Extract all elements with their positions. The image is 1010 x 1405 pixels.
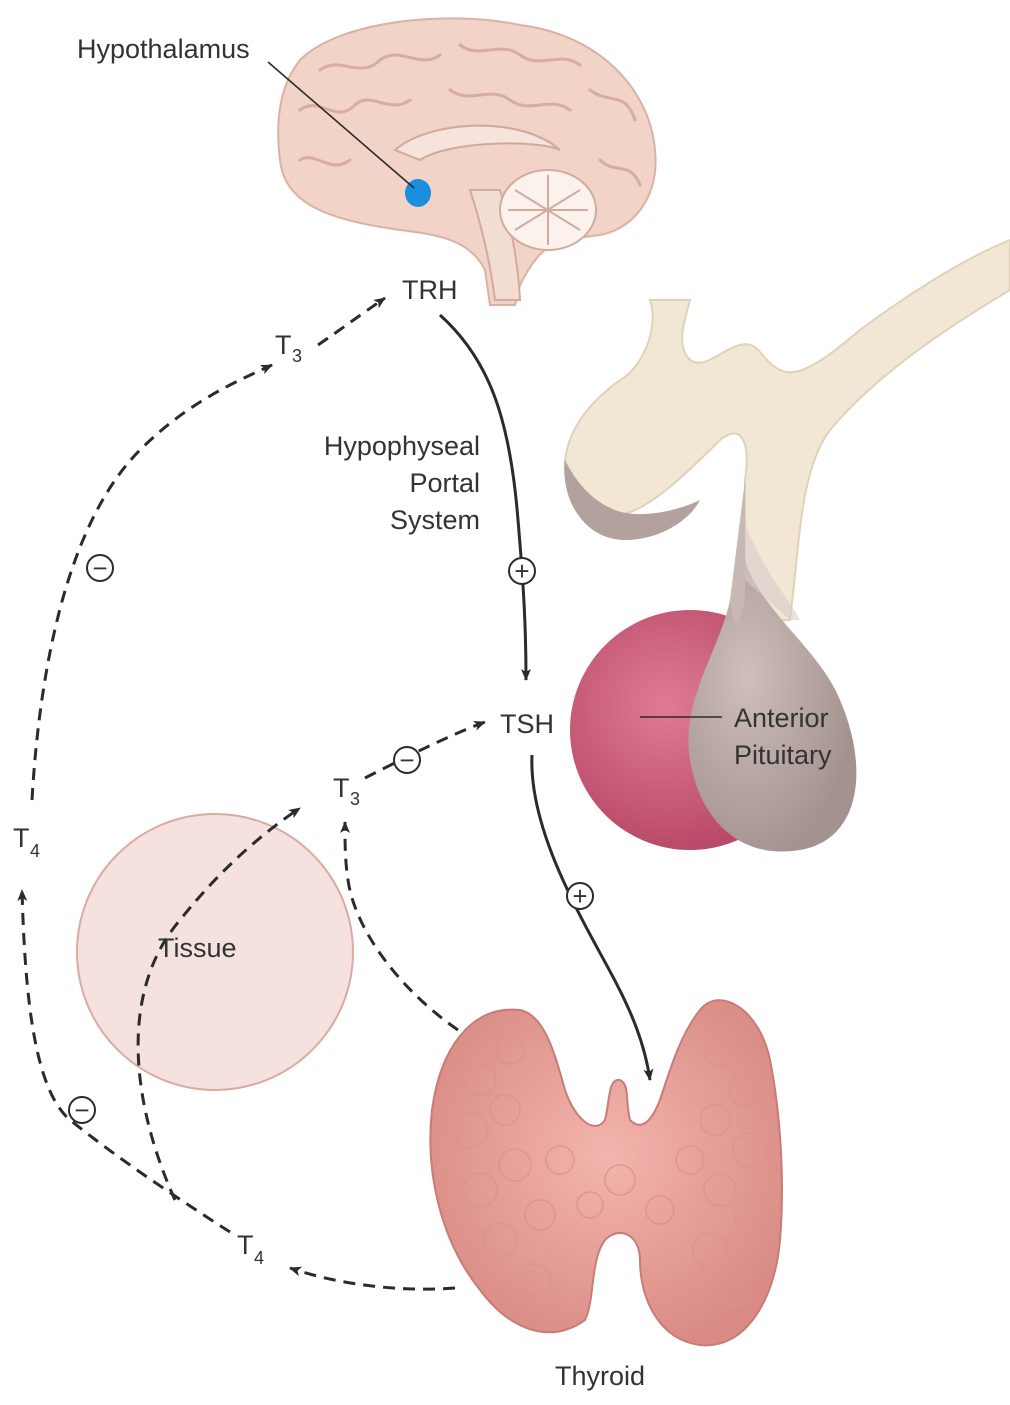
arrow-thyroid-to-t4 [289, 1266, 456, 1291]
svg-text:−: − [74, 1095, 89, 1125]
minus-sign-upper: − [86, 553, 114, 583]
arrow-t4-to-t4-left [17, 889, 231, 1234]
label-portal-line1: Hypophyseal [324, 431, 480, 461]
pituitary-illustration [563, 238, 1010, 852]
cerebellum [499, 169, 597, 251]
arrow-trh-to-tsh [438, 313, 531, 681]
svg-text:T: T [13, 823, 30, 853]
brain-illustration [267, 17, 657, 306]
svg-text:−: − [399, 745, 414, 775]
label-hypothalamus: Hypothalamus [77, 34, 250, 64]
label-portal-line3: System [390, 505, 480, 535]
svg-text:4: 4 [30, 841, 40, 861]
label-tissue: Tissue [158, 933, 237, 963]
svg-text:3: 3 [292, 346, 302, 366]
plus-sign-portal: + [508, 556, 536, 586]
svg-text:T: T [275, 330, 292, 360]
arrow-thyroid-to-t3 [340, 821, 459, 1032]
svg-text:4: 4 [254, 1248, 264, 1268]
arrow-t4-to-t3-upper [30, 363, 273, 801]
svg-text:T: T [237, 1230, 254, 1260]
svg-text:T: T [333, 773, 350, 803]
label-trh: TRH [402, 275, 458, 305]
label-anterior-line2: Pituitary [734, 740, 832, 770]
hormone-t3-middle: T 3 [333, 773, 360, 809]
svg-text:+: + [572, 881, 587, 911]
hormone-t3-upper: T 3 [275, 330, 302, 366]
label-thyroid: Thyroid [555, 1361, 645, 1391]
hormone-t4-lower: T 4 [237, 1230, 264, 1268]
label-portal-line2: Portal [409, 468, 480, 498]
svg-text:−: − [92, 553, 107, 583]
minus-sign-tsh: − [393, 745, 421, 775]
thyroid-illustration [429, 999, 783, 1347]
label-tsh: TSH [500, 709, 554, 739]
arrow-tissue-to-t3 [136, 806, 301, 1201]
label-anterior-line1: Anterior [734, 703, 829, 733]
arrow-t3-to-trh [317, 296, 386, 347]
plus-sign-thyroid: + [566, 881, 594, 911]
arrow-t3-to-tsh [364, 720, 486, 780]
minus-sign-lower: − [68, 1095, 96, 1125]
sign-markers: + + − − − [68, 553, 594, 1125]
tissue-circle [76, 813, 354, 1091]
hormone-t4-left: T 4 [13, 823, 40, 861]
svg-text:3: 3 [350, 789, 360, 809]
svg-text:+: + [514, 556, 529, 586]
